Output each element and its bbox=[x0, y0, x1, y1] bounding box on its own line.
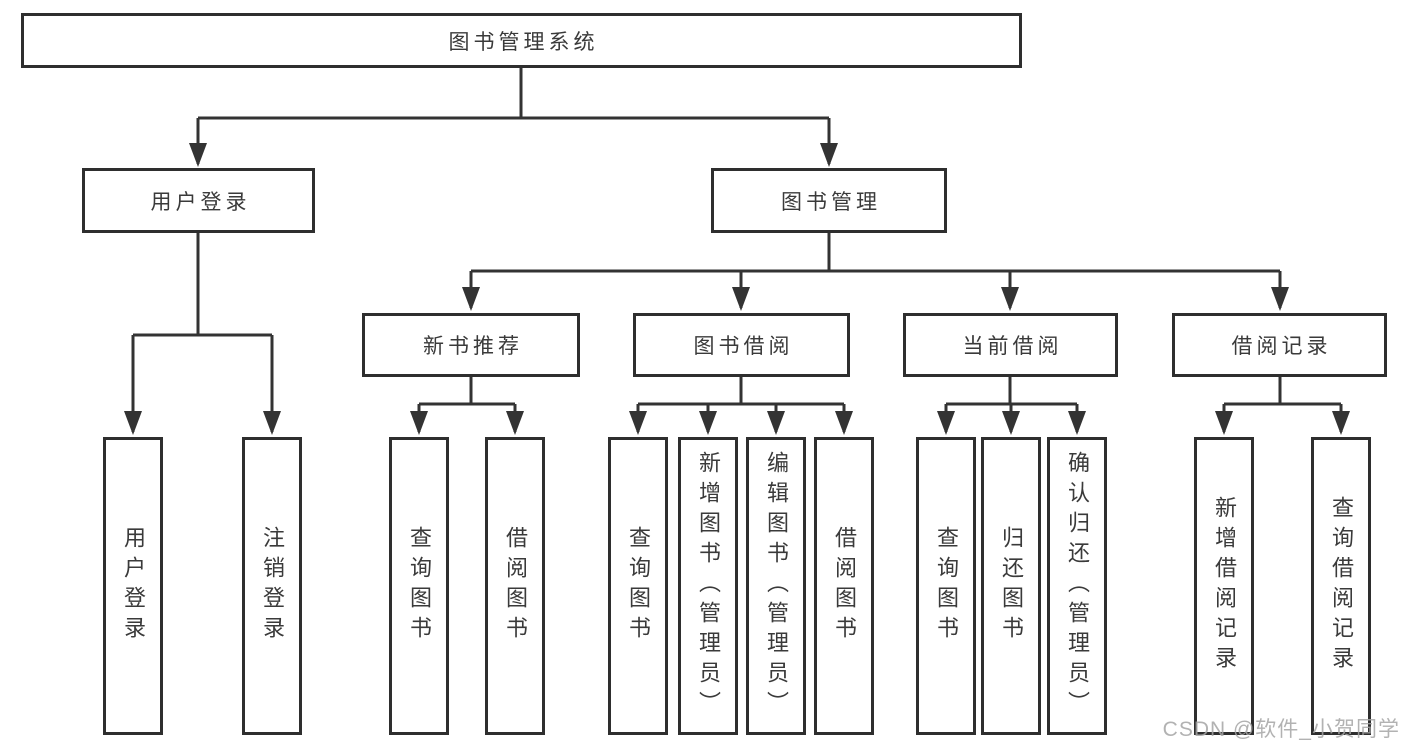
node-label: 图书管理系统 bbox=[448, 30, 599, 54]
arrowhead bbox=[1271, 287, 1289, 311]
node-label: 用户登录 bbox=[150, 190, 251, 214]
node-label: 借阅记录 bbox=[1231, 335, 1332, 358]
arrowhead bbox=[629, 411, 647, 435]
leaf-logout: 注销登录 bbox=[242, 437, 302, 735]
leaf-query-books-3: 查询图书 bbox=[916, 437, 976, 735]
arrowhead bbox=[410, 411, 428, 435]
arrowhead bbox=[1332, 411, 1350, 435]
node-label: 图书借阅 bbox=[693, 335, 794, 358]
node-label: 归还图书 bbox=[999, 526, 1024, 646]
arrowhead bbox=[1068, 411, 1086, 435]
node-label: 注销登录 bbox=[260, 526, 285, 646]
node-label: 图书管理 bbox=[781, 190, 881, 214]
arrowhead bbox=[506, 411, 524, 435]
node-label: 当前借阅 bbox=[962, 335, 1063, 358]
arrowhead bbox=[1215, 411, 1233, 435]
node-label: 用户登录 bbox=[121, 526, 146, 646]
node-label: 新增借阅记录 bbox=[1212, 496, 1237, 676]
leaf-edit-books-admin: 编辑图书（管理员） bbox=[746, 437, 806, 735]
leaf-borrow-books-1: 借阅图书 bbox=[485, 437, 545, 735]
arrowhead bbox=[835, 411, 853, 435]
leaf-query-books-2: 查询图书 bbox=[608, 437, 668, 735]
node-book-borrow: 图书借阅 bbox=[633, 313, 850, 377]
node-label: 编辑图书（管理员） bbox=[764, 451, 789, 721]
node-user-login: 用户登录 bbox=[82, 168, 315, 233]
connector-lines bbox=[131, 68, 1343, 432]
node-borrow-records: 借阅记录 bbox=[1172, 313, 1387, 377]
arrowhead bbox=[1001, 287, 1019, 311]
arrowhead bbox=[263, 411, 281, 435]
arrowhead bbox=[732, 287, 750, 311]
arrowheads bbox=[124, 143, 1350, 435]
leaf-add-books-admin: 新增图书（管理员） bbox=[678, 437, 738, 735]
arrowhead bbox=[462, 287, 480, 311]
leaf-borrow-books-2: 借阅图书 bbox=[814, 437, 874, 735]
node-label: 查询图书 bbox=[934, 526, 959, 646]
leaf-query-borrow-record: 查询借阅记录 bbox=[1311, 437, 1371, 735]
arrowhead bbox=[767, 411, 785, 435]
node-label: 查询借阅记录 bbox=[1329, 496, 1354, 676]
node-root: 图书管理系统 bbox=[21, 13, 1022, 68]
node-label: 新书推荐 bbox=[423, 335, 523, 358]
leaf-confirm-return-admin: 确认归还（管理员） bbox=[1047, 437, 1107, 735]
node-new-book-recommend: 新书推荐 bbox=[362, 313, 580, 377]
arrowhead bbox=[124, 411, 142, 435]
node-label: 新增图书（管理员） bbox=[696, 451, 721, 721]
node-book-management: 图书管理 bbox=[711, 168, 947, 233]
node-label: 查询图书 bbox=[626, 526, 651, 646]
node-label: 借阅图书 bbox=[832, 526, 857, 646]
arrowhead bbox=[937, 411, 955, 435]
leaf-return-books: 归还图书 bbox=[981, 437, 1041, 735]
csdn-watermark: CSDN @软件_小贺同学 bbox=[1162, 718, 1400, 741]
node-label: 借阅图书 bbox=[503, 526, 528, 646]
arrowhead bbox=[1002, 411, 1020, 435]
node-label: 查询图书 bbox=[407, 526, 432, 646]
arrowhead bbox=[820, 143, 838, 167]
arrowhead bbox=[699, 411, 717, 435]
leaf-add-borrow-record: 新增借阅记录 bbox=[1194, 437, 1254, 735]
leaf-user-login: 用户登录 bbox=[103, 437, 163, 735]
arrowhead bbox=[189, 143, 207, 167]
node-label: 确认归还（管理员） bbox=[1065, 451, 1090, 721]
leaf-query-books-1: 查询图书 bbox=[389, 437, 449, 735]
node-current-borrow: 当前借阅 bbox=[903, 313, 1118, 377]
